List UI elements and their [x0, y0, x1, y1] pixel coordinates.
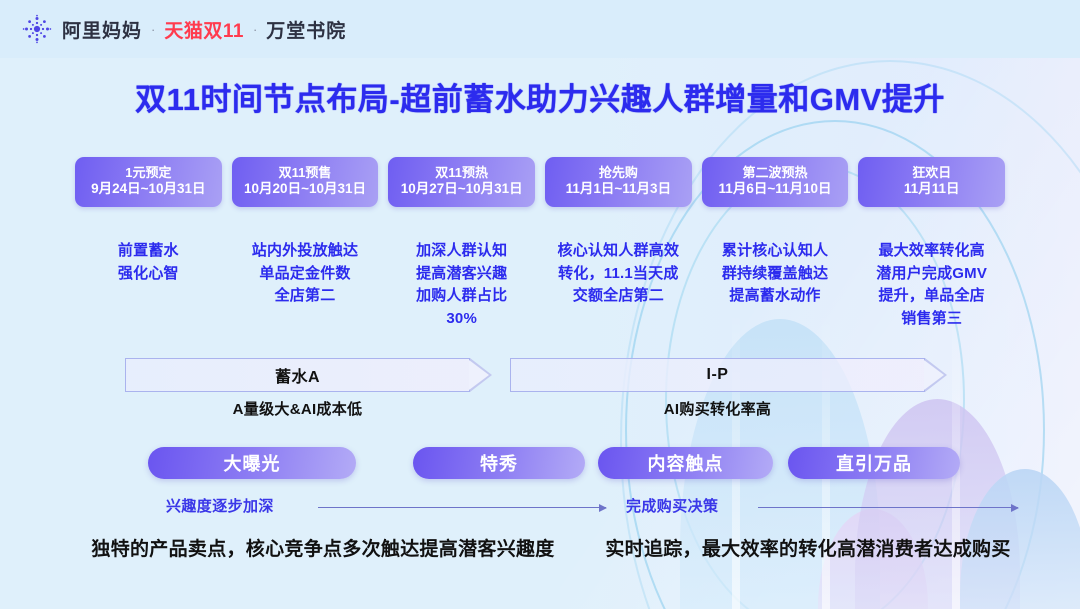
stage-chip-date: 10月20日~10月31日	[244, 181, 366, 197]
stage-chip-title: 双11预售	[278, 165, 332, 181]
arrow-head-icon	[469, 358, 492, 392]
brand-lockup: 阿里妈妈 · 天猫双11 · 万堂书院	[62, 16, 346, 43]
takeaway-right: 实时追踪，最大效率的转化高潜消费者达成购买	[605, 539, 1011, 560]
stage-description-1: 前置蓄水强化心智	[117, 242, 179, 282]
product-pill-row: 大曝光 特秀 内容触点 直引万品	[148, 447, 960, 479]
product-pill-2[interactable]: 特秀	[413, 447, 585, 479]
phase-arrow-row: 蓄水A A量级大&AI成本低 I-P AI购买转化率高	[75, 358, 1005, 424]
stage-chip-title: 第二波预热	[742, 165, 808, 181]
stage-chip-2[interactable]: 双11预售 10月20日~10月31日	[231, 157, 379, 207]
stage-column-5: 第二波预热 11月6日~11月10日 累计核心认知人群持续覆盖触达提高蓄水动作	[701, 157, 849, 330]
stage-chip-date: 9月24日~10月31日	[91, 181, 206, 197]
stage-chip-date: 11月11日	[903, 181, 960, 197]
brand-alimama: 阿里妈妈	[62, 20, 143, 42]
stage-timeline: 1元预定 9月24日~10月31日 前置蓄水强化心智 双11预售 10月20日~…	[75, 157, 1006, 330]
phase-subtext-1: A量级大&AI成本低	[232, 401, 363, 418]
phase-arrow-body-1: 蓄水A	[125, 358, 492, 392]
stage-chip-1[interactable]: 1元预定 9月24日~10月31日	[75, 157, 222, 207]
phase-subtext-2: AI购买转化率高	[663, 401, 772, 418]
decorative-arc-outer	[620, 60, 1080, 609]
stage-chip-title: 1元预定	[125, 165, 172, 181]
brand-wantang-academy: 万堂书院	[266, 20, 347, 42]
journey-arrow-1-icon	[318, 503, 607, 512]
stage-description-5: 累计核心认知人群持续覆盖触达提高蓄水动作	[721, 242, 829, 304]
stage-chip-title: 抢先购	[598, 165, 638, 181]
journey-row: 兴趣度逐步加深 完成购买决策	[148, 495, 1048, 523]
stage-chip-4[interactable]: 抢先购 11月1日~11月3日	[545, 157, 692, 207]
stage-column-4: 抢先购 11月1日~11月3日 核心认知人群高效转化，11.1当天成交额全店第二	[545, 157, 692, 330]
takeaway-left: 独特的产品卖点，核心竞争点多次触达提高潜客兴趣度	[91, 539, 555, 560]
journey-label-left: 兴趣度逐步加深	[166, 498, 274, 515]
stage-chip-date: 10月27日~10月31日	[400, 181, 523, 197]
takeaway-row: 独特的产品卖点，核心竞争点多次触达提高潜客兴趣度 实时追踪，最大效率的转化高潜消…	[0, 536, 1080, 564]
stage-chip-6[interactable]: 狂欢日 11月11日	[858, 157, 1006, 207]
journey-label-right: 完成购买决策	[626, 498, 719, 515]
stage-chip-title: 狂欢日	[912, 165, 952, 181]
journey-arrow-2-icon	[758, 503, 1019, 512]
stage-column-1: 1元预定 9月24日~10月31日 前置蓄水强化心智	[75, 157, 222, 330]
stage-column-2: 双11预售 10月20日~10月31日 站内外投放触达单品定金件数全店第二	[231, 157, 379, 330]
brand-separator-2: ·	[252, 21, 258, 37]
stage-description-2: 站内外投放触达单品定金件数全店第二	[251, 242, 359, 304]
arrow-head-icon	[924, 358, 947, 392]
product-pill-1[interactable]: 大曝光	[148, 447, 356, 479]
brand-header: 阿里妈妈 · 天猫双11 · 万堂书院	[0, 0, 1080, 58]
stage-chip-date: 11月6日~11月10日	[718, 181, 832, 197]
phase-label-2: I-P	[706, 366, 729, 383]
phase-arrow-body-2: I-P	[510, 358, 947, 392]
phase-arrow-1: 蓄水A A量级大&AI成本低	[125, 358, 492, 419]
stage-description-4: 核心认知人群高效转化，11.1当天成交额全店第二	[557, 242, 680, 304]
phase-label-1: 蓄水A	[274, 369, 321, 386]
stage-chip-5[interactable]: 第二波预热 11月6日~11月10日	[701, 157, 849, 207]
brand-separator-1: ·	[151, 21, 156, 37]
stage-chip-date: 11月1日~11月3日	[565, 181, 672, 197]
stage-chip-title: 双11预热	[435, 165, 489, 181]
alimama-burst-icon	[22, 14, 52, 44]
product-pill-3[interactable]: 内容触点	[598, 447, 773, 479]
phase-arrow-2: I-P AI购买转化率高	[510, 358, 947, 419]
stage-chip-3[interactable]: 双11预热 10月27日~10月31日	[388, 157, 536, 207]
product-pill-4[interactable]: 直引万品	[788, 447, 960, 479]
brand-tmall-double11: 天猫双11	[164, 20, 244, 42]
page-title: 双11时间节点布局-超前蓄水助力兴趣人群增量和GMV提升	[135, 82, 945, 117]
